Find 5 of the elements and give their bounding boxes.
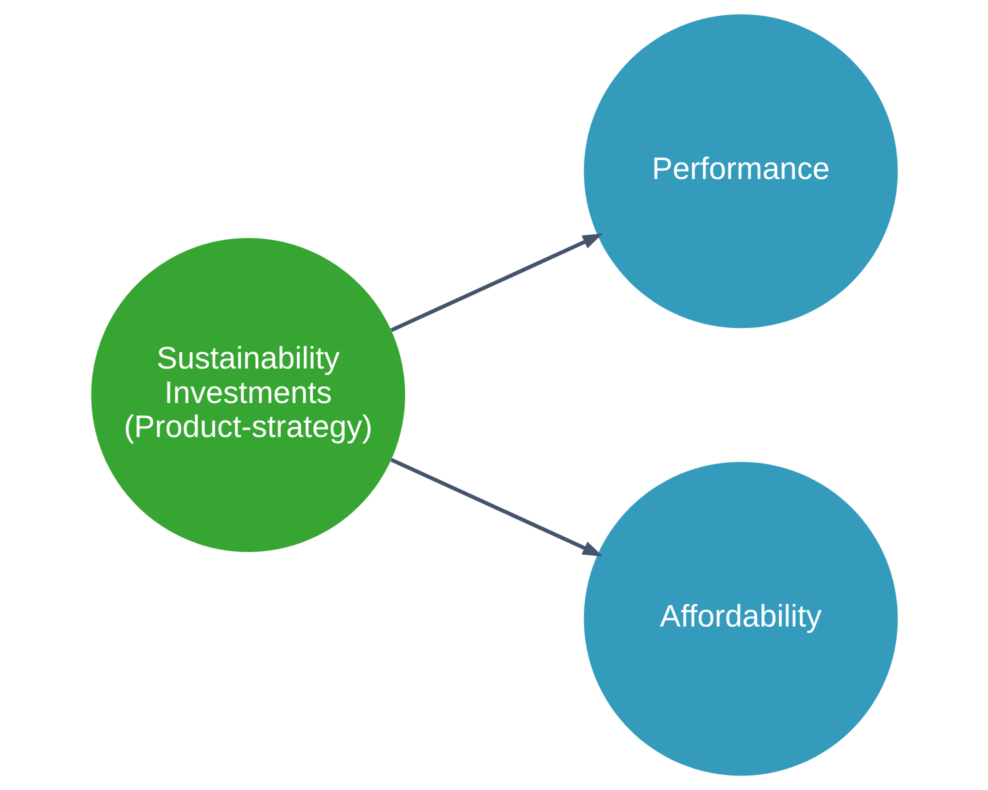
arrow: [390, 234, 602, 332]
arrow: [390, 458, 602, 556]
node-circle: Performance: [583, 14, 898, 328]
node-circle: Sustainability Investments (Product-strategy): [90, 238, 405, 552]
node-circle: Affordability: [583, 462, 898, 776]
